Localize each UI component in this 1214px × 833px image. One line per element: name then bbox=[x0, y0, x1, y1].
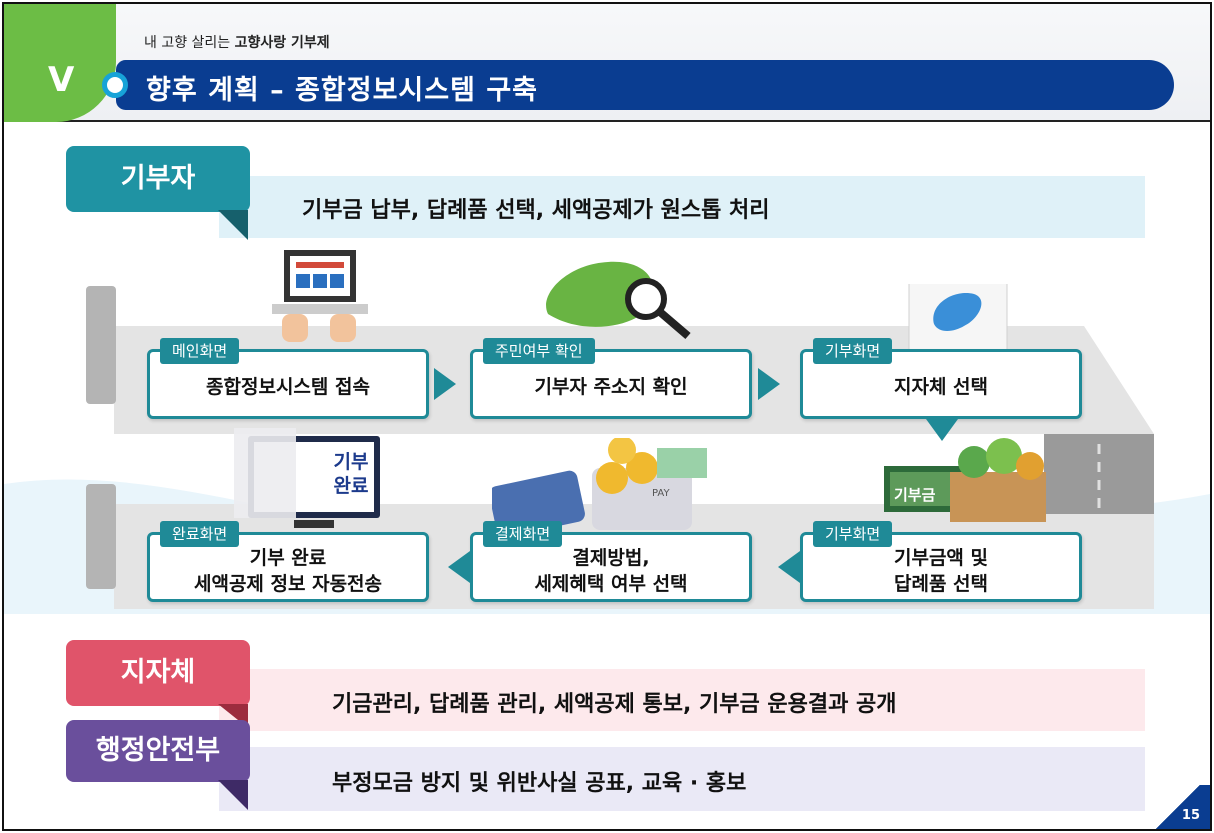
coins-card-icon bbox=[492, 438, 707, 538]
step-4: 기부화면 기부금액 및 답례품 선택 bbox=[800, 521, 1082, 602]
laptop-icon bbox=[272, 250, 368, 342]
step-1: 메인화면 종합정보시스템 접속 bbox=[147, 338, 429, 419]
step-2: 주민여부 확인 기부자 주소지 확인 bbox=[470, 338, 752, 419]
step-5-tab: 결제화면 bbox=[483, 521, 563, 547]
page-number-badge: 15 bbox=[1146, 785, 1210, 829]
monitor-text: 기부 완료 bbox=[333, 451, 369, 497]
page-title: 향후 계획 – 종합정보시스템 구축 bbox=[146, 75, 539, 106]
page-number: 15 bbox=[1181, 808, 1200, 823]
step-6-tab: 완료화면 bbox=[160, 521, 240, 547]
title-bar bbox=[116, 60, 1174, 110]
envelope-box-icon bbox=[884, 438, 1046, 522]
step-1-tab: 메인화면 bbox=[160, 338, 240, 364]
local-gov-description: 기금관리, 답례품 관리, 세액공제 통보, 기부금 운용결과 공개 bbox=[332, 692, 897, 717]
donor-description: 기부금 납부, 답례품 선택, 세액공제가 원스톱 처리 bbox=[302, 198, 770, 223]
step-4-tab: 기부화면 bbox=[813, 521, 893, 547]
envelope-text: 기부금 bbox=[894, 486, 936, 504]
local-gov-band bbox=[219, 669, 1145, 731]
arrow-right-icon bbox=[434, 368, 456, 400]
arrow-down-icon bbox=[926, 419, 958, 441]
title-bullet-icon bbox=[102, 72, 128, 98]
scroll-cap-top bbox=[86, 286, 116, 404]
step-2-text: 기부자 주소지 확인 bbox=[534, 376, 688, 398]
ministry-description: 부정모금 방지 및 위반사실 공표, 교육 · 홍보 bbox=[332, 771, 747, 796]
step-3: 기부화면 지자체 선택 bbox=[800, 338, 1082, 419]
donor-tag: 기부자 bbox=[66, 146, 250, 212]
local-gov-tag: 지자체 bbox=[66, 640, 250, 706]
arrow-left-icon bbox=[778, 551, 800, 583]
slide-subtitle: 내 고향 살리는 고향사랑 기부제 bbox=[144, 32, 330, 52]
step-5: 결제화면 결제방법, 세제혜택 여부 선택 bbox=[470, 521, 752, 602]
donor-band bbox=[219, 176, 1145, 238]
pay-text: PAY bbox=[652, 488, 670, 499]
step-6-text: 기부 완료 세액공제 정보 자동전송 bbox=[193, 547, 383, 595]
step-5-text: 결제방법, 세제혜택 여부 선택 bbox=[534, 547, 688, 595]
subtitle-bold: 고향사랑 기부제 bbox=[234, 35, 330, 51]
step-3-text: 지자체 선택 bbox=[893, 376, 988, 398]
map-magnifier-icon bbox=[546, 261, 691, 340]
section-number: V bbox=[48, 60, 75, 100]
island-map-icon bbox=[933, 293, 982, 331]
step-2-tab: 주민여부 확인 bbox=[483, 338, 595, 364]
ministry-tag-fold bbox=[218, 780, 248, 810]
arrow-left-icon bbox=[448, 551, 470, 583]
donor-tag-fold bbox=[218, 210, 248, 240]
section-badge bbox=[4, 4, 116, 122]
monitor-icon bbox=[234, 428, 380, 528]
step-6: 완료화면 기부 완료 세액공제 정보 자동전송 bbox=[147, 521, 429, 602]
scroll-cap-bottom bbox=[86, 484, 116, 589]
ministry-tag: 행정안전부 bbox=[66, 720, 250, 782]
step-3-tab: 기부화면 bbox=[813, 338, 893, 364]
ministry-band bbox=[219, 747, 1145, 811]
subtitle-prefix: 내 고향 살리는 bbox=[144, 35, 235, 51]
step-4-text: 기부금액 및 답례품 선택 bbox=[893, 547, 988, 595]
step-1-text: 종합정보시스템 접속 bbox=[206, 376, 370, 398]
arrow-right-icon bbox=[758, 368, 780, 400]
